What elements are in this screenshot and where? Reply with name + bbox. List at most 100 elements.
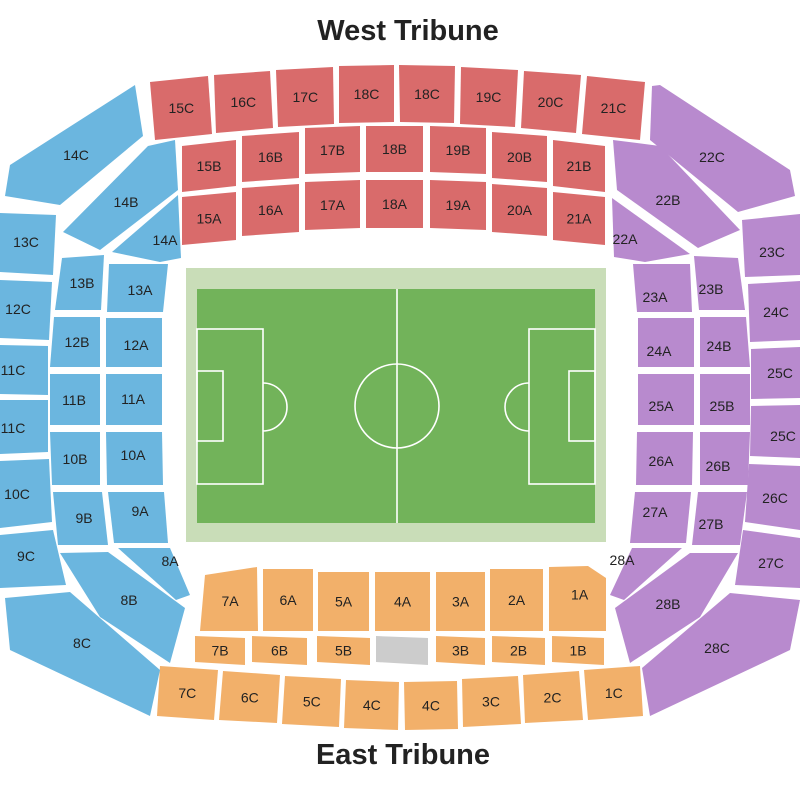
section-19A[interactable]: 19A [430,180,486,230]
section-shape[interactable] [492,636,545,665]
section-shape[interactable] [366,180,423,228]
section-shape[interactable] [615,553,738,663]
section-24C[interactable]: 24C [748,281,800,342]
section-15C[interactable]: 15C [150,76,212,140]
section-shape[interactable] [0,459,52,528]
section-24B[interactable]: 24B [700,317,750,367]
section-shape[interactable] [182,192,236,245]
section-3A[interactable]: 3A [436,572,485,631]
section-shape[interactable] [436,572,485,631]
section-23C[interactable]: 23C [742,214,800,277]
section-19C[interactable]: 19C [460,67,518,127]
section-7A[interactable]: 7A [200,567,258,631]
section-shape[interactable] [0,530,66,588]
section-shape[interactable] [553,140,605,192]
section-shape[interactable] [490,569,543,631]
section-shape[interactable] [282,676,341,727]
section-7C[interactable]: 7C [157,666,218,720]
section-shape[interactable] [118,548,190,600]
section-shape[interactable] [195,636,245,665]
section-25C[interactable]: 25C [750,405,800,458]
section-shape[interactable] [630,492,691,543]
section-shape[interactable] [636,432,693,485]
section-21B[interactable]: 21B [553,140,605,192]
section-shape[interactable] [700,317,750,367]
section-shape[interactable] [182,140,236,192]
section-shape[interactable] [50,432,100,485]
section-shape[interactable] [5,592,160,716]
section-shape[interactable] [150,76,212,140]
section-25C[interactable]: 25C [751,347,800,399]
section-shape[interactable] [263,569,313,631]
section-17C[interactable]: 17C [276,67,334,127]
section-shape[interactable] [642,593,800,716]
section-11B[interactable]: 11B [50,374,100,425]
section-9C[interactable]: 9C [0,530,66,588]
section-shape[interactable] [339,65,394,123]
section-shape[interactable] [700,432,750,485]
section-shape[interactable] [404,681,458,730]
section-21C[interactable]: 21C [582,76,645,140]
section-shape[interactable] [112,195,181,262]
section-17A[interactable]: 17A [305,180,360,230]
section-6A[interactable]: 6A [263,569,313,631]
section-shape[interactable] [745,464,800,530]
section-26A[interactable]: 26A [636,432,693,485]
section-shape[interactable] [55,255,104,310]
section-2A[interactable]: 2A [490,569,543,631]
section-6C[interactable]: 6C [219,671,280,723]
section-18C[interactable]: 18C [339,65,394,123]
section-shape[interactable] [633,264,692,312]
section-4C[interactable]: 4C [344,680,399,730]
section-18C[interactable]: 18C [399,65,455,123]
section-shape[interactable] [344,680,399,730]
section-10A[interactable]: 10A [106,432,163,485]
section-3B[interactable]: 3B [436,636,485,665]
section-shape[interactable] [318,572,369,631]
section-shape[interactable] [50,317,100,367]
section-7B[interactable]: 7B [195,636,245,665]
section-2B[interactable]: 2B [492,636,545,665]
section-shape[interactable] [106,374,162,425]
section-shape[interactable] [242,184,299,236]
section-27B[interactable]: 27B [692,492,747,545]
section-shape[interactable] [60,552,185,663]
section-13B[interactable]: 13B [55,255,104,310]
section-18A[interactable]: 18A [366,180,423,228]
section-shape[interactable] [63,140,178,250]
section-16B[interactable]: 16B [242,132,299,182]
section-20A[interactable]: 20A [492,184,547,236]
section-13C[interactable]: 13C [0,213,56,275]
section-shape[interactable] [584,666,643,720]
section-shape[interactable] [553,192,605,245]
section-4C[interactable]: 4C [404,681,458,730]
section-shape[interactable] [751,347,800,399]
section-shape[interactable] [5,85,143,205]
section-shape[interactable] [53,492,108,545]
section-shape[interactable] [242,132,299,182]
section-shape[interactable] [750,405,800,458]
section-shape[interactable] [638,318,694,367]
section-23A[interactable]: 23A [633,264,692,312]
section-shape[interactable] [399,65,455,123]
section-shape[interactable] [219,671,280,723]
section-shape[interactable] [523,671,583,723]
section-shape[interactable] [108,492,168,543]
section-27A[interactable]: 27A [630,492,691,543]
section-13A[interactable]: 13A [107,264,168,312]
section-25B[interactable]: 25B [700,374,750,425]
section-10C[interactable]: 10C [0,459,52,528]
section-18B[interactable]: 18B [366,126,423,172]
section-28A-wedge[interactable] [610,548,682,600]
section-6B[interactable]: 6B [252,636,307,665]
section-shape[interactable] [276,67,334,127]
section-shape[interactable] [200,567,258,631]
section-shape[interactable] [549,566,606,631]
section-shape[interactable] [700,374,750,425]
section-26C[interactable]: 26C [745,464,800,530]
section-17B[interactable]: 17B [305,126,360,174]
section-shape[interactable] [492,132,547,182]
section-3C[interactable]: 3C [462,676,521,727]
section-11A[interactable]: 11A [106,374,162,425]
section-shape[interactable] [552,636,604,665]
